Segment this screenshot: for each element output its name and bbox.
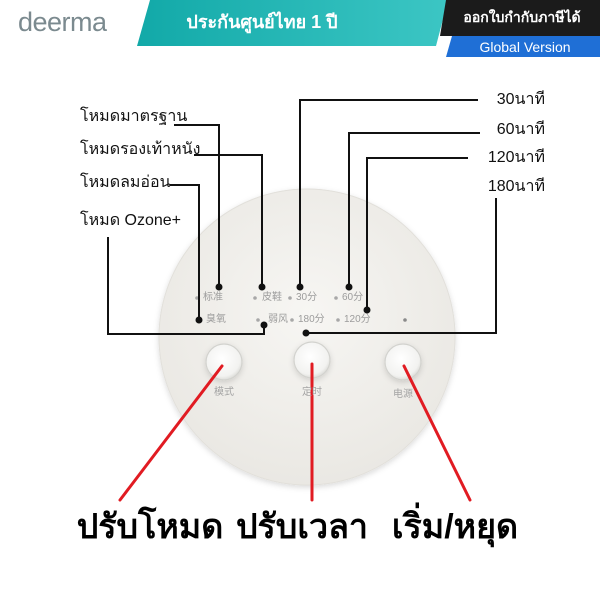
action-adjust-time: ปรับเวลา (235, 508, 369, 546)
callout-weak-wind-mode: โหมดลมอ่อน (80, 174, 171, 191)
pointer-line-mode (118, 364, 224, 502)
panel-label-60min: 60分 (342, 292, 364, 303)
callout-line-leather-shoes (194, 154, 263, 286)
indicator-dot (256, 318, 260, 322)
callout-dot-180min (302, 329, 310, 337)
indicator-dot (253, 296, 257, 300)
callout-180min: 180นาที (487, 178, 545, 195)
control-panel-disc (158, 188, 456, 486)
panel-label-leather-shoes: 皮鞋 (262, 292, 282, 303)
indicator-dot (288, 296, 292, 300)
tax-invoice-text: ออกใบกำกับภาษีได้ (463, 9, 581, 25)
callout-dot-leather-shoes (258, 283, 266, 291)
global-version-text: Global Version (479, 39, 571, 55)
tax-invoice-band (440, 0, 600, 36)
callout-ozone-mode: โหมด Ozone+ (80, 212, 182, 229)
global-version-band (446, 36, 600, 57)
mode-button (205, 343, 243, 381)
panel-label-ozone: 臭氧 (206, 314, 226, 325)
indicator-dot (336, 318, 340, 322)
callout-standard-mode: โหมดมาตรฐาน (80, 108, 188, 125)
callout-line-ozone (107, 237, 265, 335)
callout-dot-ozone (260, 321, 268, 329)
callout-dot-30min (296, 283, 304, 291)
callout-30min: 30นาที (496, 91, 545, 108)
panel-label-120min: 120分 (344, 314, 371, 325)
callout-dot-weak-wind (195, 316, 203, 324)
pointer-line-power (402, 364, 472, 502)
power-button-label: 电源 (393, 389, 413, 400)
callout-dot-120min (363, 306, 371, 314)
callout-line-standard (174, 124, 220, 286)
callout-line-weak-wind (170, 184, 200, 318)
panel-label-180min: 180分 (298, 314, 325, 325)
callout-line-60min (348, 132, 480, 286)
warranty-band (137, 0, 448, 46)
callout-dot-standard (215, 283, 223, 291)
indicator-dot (334, 296, 338, 300)
power-indicator-dot (403, 318, 407, 322)
brand-logo: deerma (18, 7, 107, 37)
timer-button-label: 定时 (302, 387, 322, 398)
callout-60min: 60นาที (496, 121, 545, 138)
callout-line-30min (299, 99, 478, 286)
warranty-text: ประกันศูนย์ไทย 1 ปี (186, 12, 338, 32)
action-start-stop: เริ่ม/หยุด (391, 508, 519, 546)
callout-line-120min (366, 157, 468, 309)
panel-label-standard: 标准 (203, 292, 223, 303)
power-button (384, 343, 422, 381)
callout-120min: 120นาที (487, 149, 545, 166)
callout-dot-60min (345, 283, 353, 291)
indicator-dot (195, 296, 199, 300)
panel-label-weak-wind: 弱风 (268, 314, 288, 325)
indicator-dot (290, 318, 294, 322)
mode-button-label: 模式 (214, 387, 234, 398)
callout-leather-shoes-mode: โหมดรองเท้าหนัง (80, 141, 201, 158)
action-adjust-mode: ปรับโหมด (76, 508, 224, 546)
callout-line-180min (306, 198, 497, 334)
panel-label-30min: 30分 (296, 292, 318, 303)
